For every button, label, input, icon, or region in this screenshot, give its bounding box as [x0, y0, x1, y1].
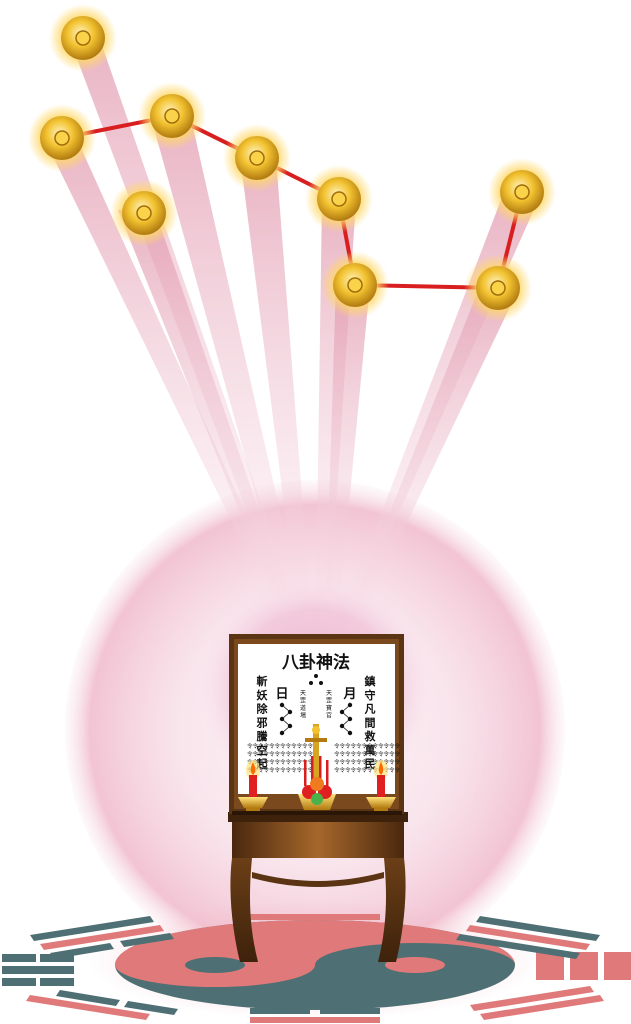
- constellation-diagram: [279, 674, 353, 736]
- tablet-sun: 日: [275, 687, 288, 702]
- glowing-star-icon: [488, 158, 556, 226]
- tablet-title: 八卦神法: [282, 652, 350, 673]
- bagua-floor: [2, 900, 631, 1023]
- incense-icon: [304, 756, 329, 786]
- glowing-star-icon: [110, 179, 178, 247]
- candle-right: [366, 760, 396, 813]
- light-beam: [355, 286, 518, 600]
- stars: [28, 4, 556, 322]
- light-beam: [326, 282, 370, 600]
- light-beam: [118, 208, 290, 600]
- tablet-moon: 月: [342, 687, 356, 702]
- light-beam: [150, 114, 300, 600]
- tablet-talisman-left: 令令令令令令令令令令令令: [247, 766, 314, 774]
- light-beams: [40, 34, 540, 600]
- tablet-talisman-right: 令令令令令令令令令令令令: [334, 766, 401, 774]
- tablet-right-small-column: 天罡寶官: [326, 690, 332, 720]
- glowing-star-icon: [223, 124, 291, 192]
- fruit-offering-icon: [298, 777, 336, 810]
- sword-icon: [305, 724, 327, 786]
- trigram-top-left: [30, 916, 174, 959]
- trigram-left: [2, 954, 74, 986]
- tablet-talisman-right: 令令令令令令令令令令令令: [334, 750, 401, 758]
- yin-yang-icon: [115, 920, 515, 1010]
- trigram-top-center: [250, 914, 380, 930]
- glowing-star-icon: [321, 251, 389, 319]
- tablet-left-text: 斬妖除邪騰空起: [256, 674, 269, 771]
- table-leg-right: [378, 858, 406, 962]
- tablet-talisman-right: 令令令令令令令令令令令令: [334, 742, 401, 750]
- light-beam: [240, 156, 310, 600]
- trigram-bottom-left: [26, 990, 178, 1020]
- tablet-talisman-left: 令令令令令令令令令令令令: [247, 758, 314, 766]
- tablet-talisman-right: 令令令令令令令令令令令令: [334, 758, 401, 766]
- glowing-star-icon: [28, 104, 96, 172]
- trigram-right: [536, 952, 631, 980]
- candle-left: [238, 760, 268, 813]
- tablet-right-text: 鎮守凡間救萬民: [365, 674, 376, 771]
- table-top: [228, 812, 408, 822]
- tablet-talisman-left: 令令令令令令令令令令令令: [247, 742, 314, 750]
- glowing-star-icon: [464, 254, 532, 322]
- altar-shelf: [232, 811, 402, 815]
- tablet-left-small-column: 天罡道場: [300, 690, 306, 720]
- trigram-top-right: [456, 916, 600, 959]
- trigram-bottom-right: [470, 986, 604, 1020]
- table-apron: [232, 822, 404, 858]
- glowing-star-icon: [305, 165, 373, 233]
- glowing-star-icon: [49, 4, 117, 72]
- altar-table: [228, 812, 408, 962]
- tablet-talisman-left: 令令令令令令令令令令令令: [247, 750, 314, 758]
- glowing-star-icon: [138, 82, 206, 150]
- table-leg-left: [230, 858, 258, 962]
- light-beam: [40, 128, 285, 600]
- trigram-bottom-center: [250, 1008, 380, 1023]
- table-rail: [252, 872, 384, 887]
